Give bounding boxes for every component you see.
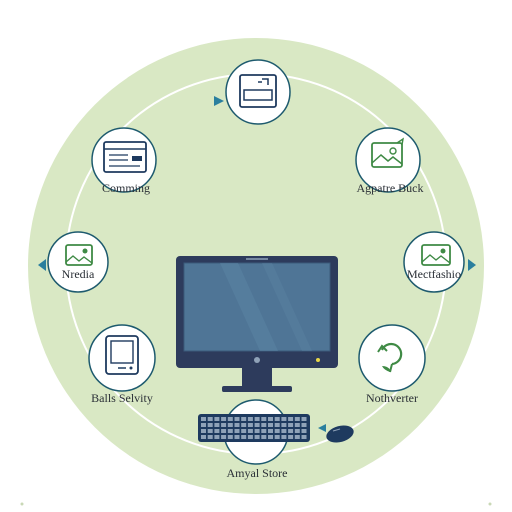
keyboard-key	[214, 435, 220, 439]
node-lower-left[interactable]	[88, 324, 156, 392]
keyboard-key	[261, 435, 267, 439]
keyboard-key	[241, 417, 247, 421]
keyboard-key	[254, 417, 260, 421]
browser-card-icon	[103, 141, 147, 173]
keyboard-key	[274, 423, 280, 427]
arrow-top-icon	[214, 96, 224, 106]
keyboard-key	[281, 429, 287, 433]
keyboard-key	[234, 423, 240, 427]
node-label-lower-right: Nothverter	[366, 391, 418, 405]
keyboard-key	[288, 423, 294, 427]
keyboard-key	[268, 423, 273, 427]
keyboard-key	[301, 423, 307, 427]
keyboard-key	[288, 435, 294, 439]
keyboard-key	[221, 423, 227, 427]
keyboard-key	[261, 423, 267, 427]
keyboard-key	[294, 423, 300, 427]
keyboard-key	[214, 429, 220, 433]
keyboard-key	[281, 423, 287, 427]
arrow-mouse-icon	[318, 424, 326, 432]
keyboard-key	[221, 417, 227, 421]
keyboard-key	[201, 429, 206, 433]
node-right[interactable]	[403, 231, 465, 293]
keyboard-icon	[198, 414, 310, 442]
image-gallery-icon	[371, 137, 404, 168]
keyboard-key	[254, 423, 260, 427]
keyboard-key	[234, 429, 240, 433]
keyboard-key	[274, 435, 280, 439]
keyboard-key	[247, 429, 253, 433]
keyboard-key	[288, 417, 294, 421]
keyboard-key	[227, 435, 233, 439]
node-left[interactable]	[47, 231, 109, 293]
keyboard-key	[274, 417, 280, 421]
keyboard-key	[294, 435, 300, 439]
media-image-icon	[65, 244, 93, 266]
arrow-right-icon	[468, 259, 476, 271]
node-label-upper-right: Agpatre Buck	[356, 181, 424, 195]
keyboard-key	[294, 417, 300, 421]
keyboard-key	[241, 423, 247, 427]
keyboard-key	[241, 429, 247, 433]
node-label-right: Mectfashio	[407, 267, 461, 281]
display-window-icon	[239, 74, 277, 108]
photo-frame-icon	[421, 244, 451, 266]
keyboard-key	[247, 423, 253, 427]
node-label-lower-left: Balls Selvity	[91, 391, 153, 405]
keyboard-key	[207, 429, 213, 433]
keyboard-key	[281, 417, 287, 421]
keyboard-key	[221, 429, 227, 433]
keyboard-key	[268, 429, 273, 433]
keyboard-key	[254, 435, 260, 439]
keyboard-key	[227, 429, 233, 433]
keyboard-key	[268, 435, 273, 439]
keyboard-key	[201, 435, 206, 439]
node-upper-right[interactable]	[355, 127, 421, 193]
keyboard-key	[301, 417, 307, 421]
keyboard-key	[207, 435, 213, 439]
node-lower-right[interactable]	[358, 324, 426, 392]
node-upper-left[interactable]	[91, 127, 157, 193]
keyboard-key	[274, 429, 280, 433]
keyboard-key	[201, 423, 206, 427]
keyboard-key	[288, 429, 294, 433]
keyboard-key	[227, 423, 233, 427]
mouse-icon	[326, 425, 354, 443]
keyboard-key	[241, 435, 247, 439]
keyboard-key	[207, 417, 213, 421]
keyboard-key	[234, 417, 240, 421]
keyboard-key	[234, 435, 240, 439]
keyboard-key	[268, 417, 273, 421]
keyboard-key	[221, 435, 227, 439]
tablet-icon	[105, 335, 139, 375]
keyboard-key	[247, 435, 253, 439]
keyboard-key	[214, 417, 220, 421]
recycle-leaf-icon	[377, 342, 403, 373]
node-label-bottom: Amyal Store	[226, 466, 288, 480]
decorative-dots	[20, 502, 492, 506]
arrow-left-icon	[38, 259, 46, 271]
keyboard-key	[301, 429, 307, 433]
keyboard-key	[247, 417, 253, 421]
node-label-left: Nredia	[61, 267, 95, 281]
keyboard-key	[301, 435, 307, 439]
keyboard-key	[281, 435, 287, 439]
keyboard-key	[294, 429, 300, 433]
node-top[interactable]	[225, 59, 291, 125]
keyboard-key	[227, 417, 233, 421]
desktop-monitor-icon	[176, 256, 338, 392]
node-label-upper-left: Comming	[101, 181, 151, 195]
keyboard-key	[201, 417, 206, 421]
keyboard-key	[261, 417, 267, 421]
keyboard-key	[207, 423, 213, 427]
keyboard-key	[261, 429, 267, 433]
keyboard-key	[254, 429, 260, 433]
keyboard-key	[214, 423, 220, 427]
